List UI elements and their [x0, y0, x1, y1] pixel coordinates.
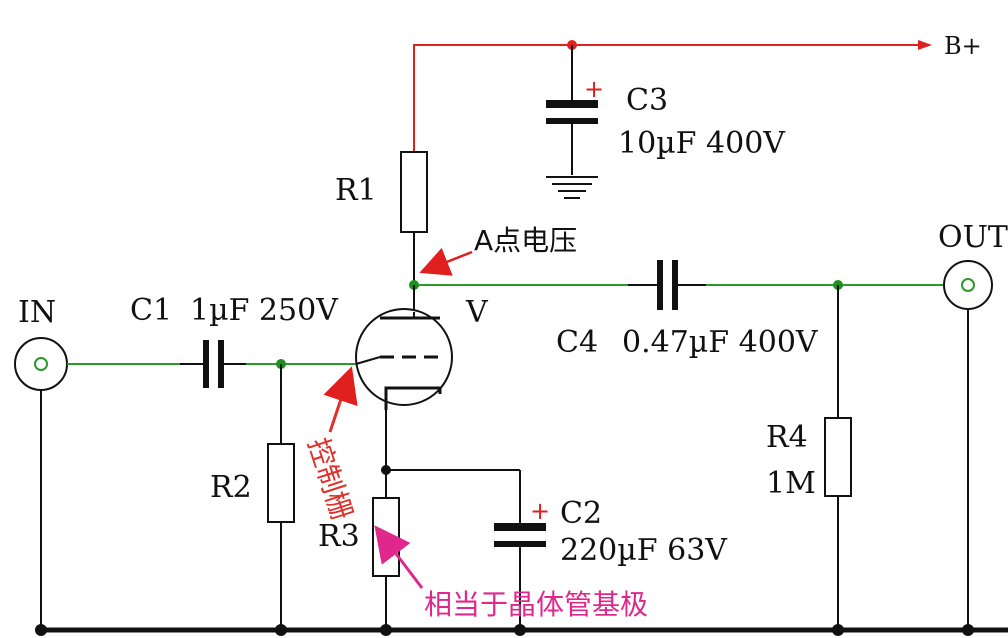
a-point-annotation: A点电压 — [419, 224, 577, 276]
resistor-r2: R2 — [210, 364, 295, 630]
capacitor-c4: C4 0.47µF 400V — [556, 260, 819, 360]
r4-value-label: 1M — [766, 466, 816, 501]
r4-name-label: R4 — [766, 420, 808, 455]
output-jack: OUT — [938, 220, 1008, 630]
c4-value-label: 0.47µF 400V — [622, 325, 819, 360]
input-path — [67, 359, 360, 369]
c3-value-label: 10µF 400V — [618, 126, 786, 161]
cathode-network — [381, 410, 520, 498]
capacitor-c2: + C2 220µF 63V — [494, 470, 728, 630]
junction-dot — [514, 624, 526, 636]
base-equivalent-annotation: 相当于晶体管基极 — [374, 525, 648, 621]
capacitor-c1: C1 1µF 250V — [130, 293, 339, 388]
ground-icon — [546, 176, 598, 199]
control-grid-label: 控制栅 — [301, 434, 358, 524]
ground-rail — [35, 624, 1008, 636]
c1-value-label: 1µF 250V — [190, 293, 339, 328]
junction-dot — [832, 624, 844, 636]
vacuum-tube-v: V — [355, 285, 489, 410]
base-equivalent-label: 相当于晶体管基极 — [424, 588, 648, 621]
b-plus-label: B+ — [944, 32, 982, 60]
junction-dot — [275, 624, 287, 636]
junction-dot — [962, 624, 974, 636]
r3-label: R3 — [318, 519, 360, 554]
a-point-label: A点电压 — [474, 224, 577, 257]
c2-name-label: C2 — [560, 496, 602, 531]
c4-name-label: C4 — [556, 325, 598, 360]
junction-dot — [35, 624, 47, 636]
resistor-r4: R4 1M — [766, 285, 852, 630]
c3-plus-sign: + — [584, 75, 604, 103]
r1-label: R1 — [335, 173, 377, 208]
junction-dot — [380, 624, 392, 636]
c1-name-label: C1 — [130, 293, 172, 328]
junction-dot — [381, 465, 391, 475]
resistor-r1: R1 — [335, 151, 428, 285]
c2-value-label: 220µF 63V — [560, 533, 728, 568]
capacitor-c3: + C3 10µF 400V — [546, 45, 786, 199]
tube-label: V — [465, 295, 489, 330]
in-label: IN — [18, 295, 56, 330]
r2-label: R2 — [210, 470, 252, 505]
input-jack: IN — [14, 295, 68, 630]
supply-rail: B+ — [413, 32, 982, 152]
c2-plus-sign: + — [530, 497, 550, 525]
out-label: OUT — [938, 220, 1008, 255]
control-grid-annotation: 控制栅 — [301, 366, 359, 524]
b-plus-arrow-icon — [918, 40, 932, 50]
output-path — [409, 280, 950, 290]
c3-name-label: C3 — [626, 83, 668, 118]
